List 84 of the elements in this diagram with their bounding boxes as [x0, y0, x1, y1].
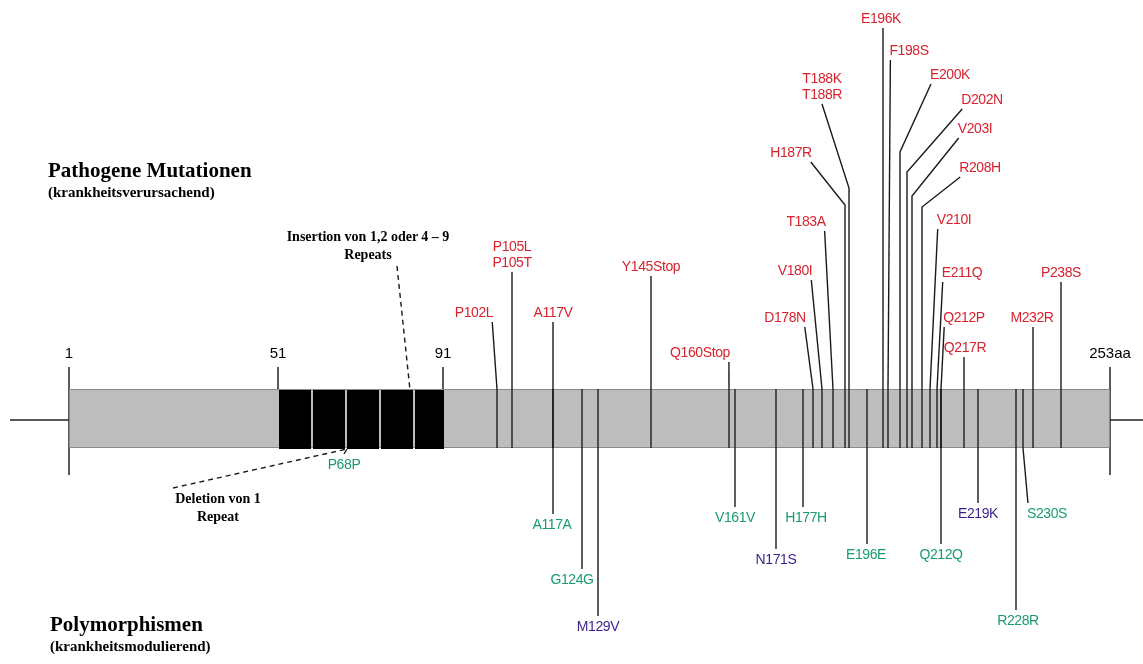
mutation-label: E219K	[958, 505, 998, 521]
mutation-label: P102L	[454, 304, 494, 320]
mutation-label: Q217R	[943, 339, 987, 355]
mutation-label: H187R	[770, 144, 812, 160]
mutation-label: G124G	[550, 571, 594, 587]
leader-line	[929, 228, 939, 390]
position-number: 1	[64, 344, 74, 361]
heading-text: (krankheitsmodulierend)	[50, 638, 211, 655]
leader-line	[775, 447, 777, 550]
leader-line	[734, 447, 736, 508]
mutation-label: V161V	[715, 509, 755, 525]
mutation-label: Q160Stop	[670, 344, 730, 360]
leader-line	[940, 326, 945, 390]
leader-line	[906, 108, 963, 390]
heading-text: Pathogene Mutationen	[48, 158, 252, 183]
leader-line	[921, 176, 961, 390]
mutation-label: D178N	[764, 309, 806, 325]
repeat-block	[313, 390, 345, 449]
mutation-label: T183A	[786, 213, 826, 229]
callout-text: Deletion von 1 Repeat	[172, 490, 264, 526]
leader-line	[1022, 447, 1029, 504]
leader-line	[1060, 281, 1062, 390]
mutation-label: R208H	[959, 159, 1001, 175]
mutation-label: Q212P	[943, 309, 985, 325]
leader-line	[899, 83, 932, 390]
leader-line	[936, 281, 944, 390]
leader-line	[552, 321, 554, 390]
leader-line	[597, 447, 599, 617]
mutation-label: E196E	[846, 546, 886, 562]
protein-bar	[69, 389, 1110, 448]
repeat-block	[347, 390, 379, 449]
leader-line	[802, 447, 804, 508]
leader-line	[866, 447, 868, 545]
mutation-label: A117V	[533, 304, 573, 320]
mutation-label: N171S	[755, 551, 797, 567]
leader-line	[810, 161, 846, 390]
leader-line	[491, 321, 498, 390]
repeat-block	[279, 390, 311, 449]
mutation-label: T188K T188R	[802, 70, 842, 102]
mutation-label: E200K	[930, 66, 970, 82]
mutation-label: F198S	[889, 42, 929, 58]
position-number: 51	[269, 344, 287, 361]
position-number: 91	[434, 344, 452, 361]
heading-text: (krankheitsverursachend)	[48, 184, 215, 201]
mutation-label: P68P	[327, 456, 361, 472]
leader-line	[911, 137, 960, 390]
repeat-block	[381, 390, 413, 449]
leader-line	[823, 230, 834, 390]
leader-line	[552, 447, 554, 515]
leader-line	[728, 361, 730, 390]
leader-line	[887, 59, 892, 390]
mutation-label: S230S	[1027, 505, 1067, 521]
mutation-label: V210I	[936, 211, 972, 227]
mutation-label: A117A	[532, 516, 572, 532]
mutation-label: H177H	[785, 509, 827, 525]
mutation-label: V180I	[777, 262, 813, 278]
leader-line	[1015, 447, 1017, 611]
mutation-label: E211Q	[941, 264, 983, 280]
mutation-label: E196K	[861, 10, 901, 26]
leader-line	[977, 447, 979, 504]
mutation-label: D202N	[961, 91, 1003, 107]
leader-line	[940, 447, 942, 545]
mutation-label: R228R	[997, 612, 1039, 628]
mutation-label: M232R	[1010, 309, 1054, 325]
leader-line	[963, 356, 965, 390]
mutation-label: V203I	[957, 120, 993, 136]
leader-line	[343, 448, 348, 455]
mutation-label: P238S	[1041, 264, 1081, 280]
mutation-label: Y145Stop	[621, 258, 681, 274]
leader-line	[581, 447, 583, 570]
leader-line	[172, 448, 348, 489]
position-number: 253aa	[1089, 344, 1131, 361]
mutation-label: M129V	[576, 618, 620, 634]
heading-text: Polymorphismen	[50, 612, 203, 637]
leader-line	[1032, 326, 1034, 390]
mutation-label: P105L P105T	[492, 238, 532, 270]
leader-line	[821, 103, 850, 390]
leader-line	[650, 275, 652, 390]
repeat-block	[415, 390, 444, 449]
mutation-label: Q212Q	[919, 546, 963, 562]
leader-line	[882, 27, 884, 390]
leader-line	[511, 271, 513, 390]
leader-line	[810, 279, 823, 390]
leader-line	[804, 326, 814, 390]
